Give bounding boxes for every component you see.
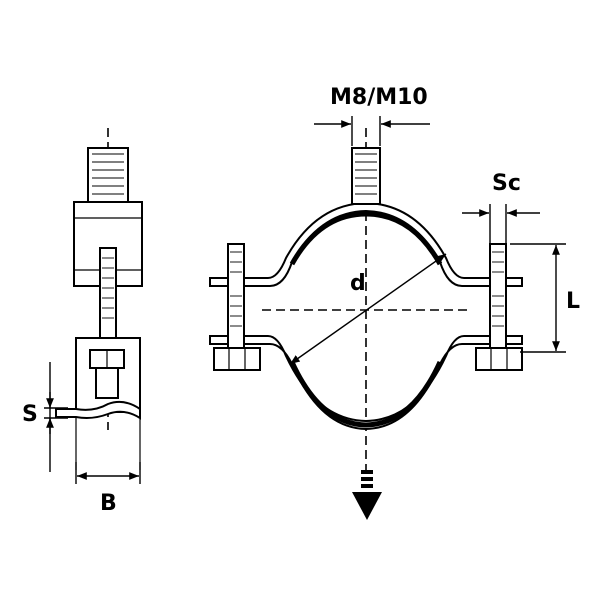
side-view-stud-thread <box>92 153 124 195</box>
front-view-left-nut <box>213 347 261 371</box>
front-view-right-nut <box>475 347 523 371</box>
dimension-d: d <box>289 253 447 365</box>
label-d: d <box>350 271 366 296</box>
dimension-thread: M8/M10 <box>314 85 430 146</box>
load-direction-arrow <box>352 470 382 520</box>
label-sc: Sc <box>492 171 521 196</box>
front-view-rubber-lining-bottom <box>289 360 443 428</box>
dimension-b: B <box>75 462 141 516</box>
side-view-screw-end <box>95 367 119 399</box>
side-view-screw-thread <box>102 257 114 319</box>
side-view-screw-shaft <box>99 247 117 345</box>
dimension-l: L <box>510 243 580 353</box>
front-view <box>209 128 523 470</box>
label-thread-size: M8/M10 <box>330 85 428 110</box>
label-s: S <box>22 402 38 427</box>
front-view-stud-thread <box>355 153 377 195</box>
label-b: B <box>100 491 117 516</box>
label-l: L <box>566 289 580 314</box>
side-view <box>55 128 143 470</box>
dimension-sc: Sc <box>462 171 540 244</box>
dimension-s: S <box>22 362 68 472</box>
front-view-top-stud <box>351 147 381 205</box>
